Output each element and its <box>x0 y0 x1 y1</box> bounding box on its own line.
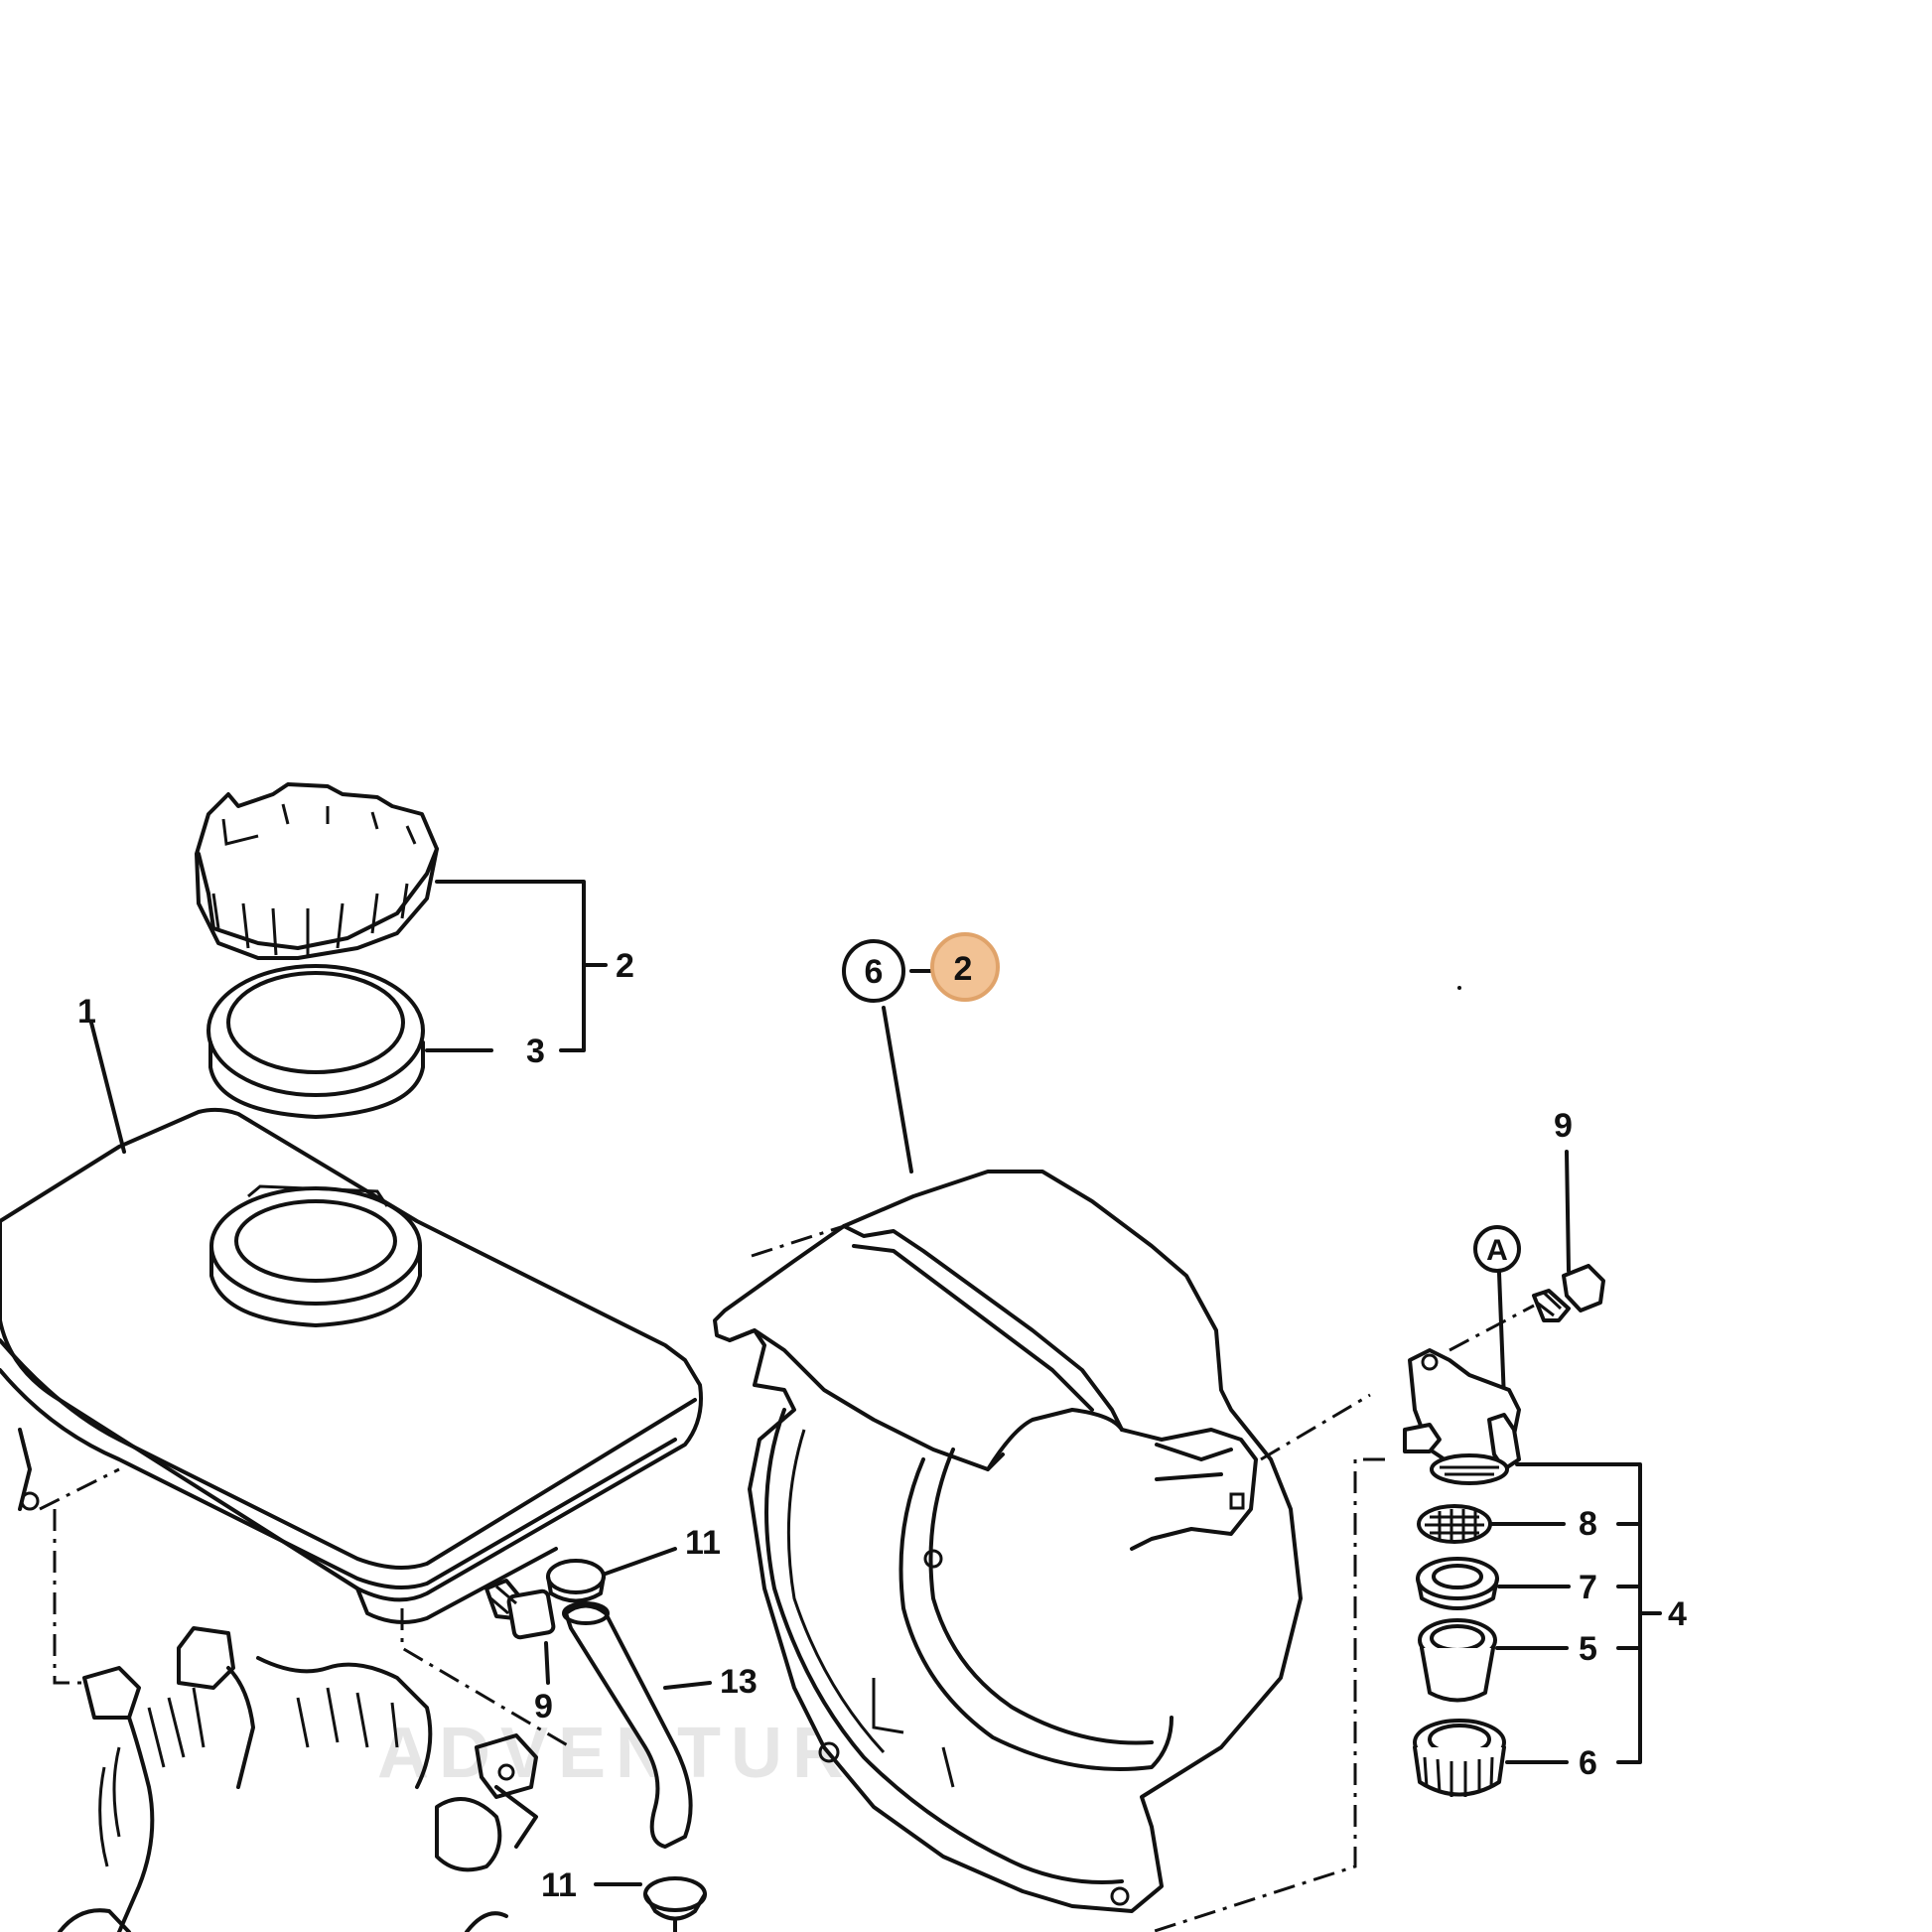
engine-partial <box>58 1626 538 1932</box>
bracket-cap-group <box>425 880 608 1052</box>
tap-sealing-ring[interactable] <box>1416 1557 1499 1610</box>
dashed-guide-tank-left <box>53 1509 84 1685</box>
mounting-bolt-left[interactable] <box>484 1579 556 1640</box>
callout-11-clip-bottom: 11 <box>541 1866 577 1904</box>
fan-shroud[interactable] <box>713 1170 1303 1913</box>
leader-9-left <box>544 1641 550 1685</box>
callout-6-union-nut: 6 <box>1579 1744 1597 1782</box>
cap-gasket[interactable] <box>207 964 425 1119</box>
highlight-callout-label: 2 <box>954 950 973 988</box>
callout-13-hose: 13 <box>720 1663 758 1701</box>
dashed-guide-tank-front <box>39 1467 120 1511</box>
callout-3-gasket: 3 <box>526 1033 545 1070</box>
callout-6-cover-ref: 6 <box>865 953 884 991</box>
fuel-hose[interactable] <box>562 1601 693 1849</box>
dashed-guide-tap-bolt <box>1449 1304 1535 1352</box>
leader-1 <box>89 1021 126 1154</box>
leader-13 <box>663 1681 712 1690</box>
callout-6-circle: 6 <box>842 939 905 1003</box>
detail-a-label: A <box>1486 1234 1508 1267</box>
callout-4-tap-group: 4 <box>1668 1595 1687 1633</box>
callout-11-clip-top: 11 <box>685 1524 721 1562</box>
callout-8-filter: 8 <box>1579 1505 1597 1543</box>
union-nut[interactable] <box>1413 1719 1506 1797</box>
leader-11-top <box>604 1547 677 1576</box>
callout-1-tank: 1 <box>77 993 96 1031</box>
highlight-marker[interactable]: 2 <box>930 932 1000 1002</box>
strainer-cup[interactable] <box>1418 1618 1497 1703</box>
callout-9-bolt-left: 9 <box>534 1688 553 1725</box>
mounting-bolt-right[interactable] <box>1532 1264 1605 1322</box>
bracket-tap-group <box>1515 1462 1662 1764</box>
fuel-cap[interactable] <box>195 782 439 960</box>
fuel-tank[interactable] <box>0 1107 703 1624</box>
callout-5-cup: 5 <box>1579 1630 1597 1668</box>
callout-9-bolt-right: 9 <box>1554 1107 1573 1145</box>
dashed-guide-shroud-top <box>751 1224 845 1258</box>
leader-9-right <box>1565 1150 1571 1273</box>
hose-clip-bottom[interactable] <box>643 1876 707 1921</box>
speck-dot <box>1457 986 1461 990</box>
dashed-guide-tap-down <box>1151 1457 1385 1932</box>
dashed-guide-shroud-tap <box>1260 1393 1371 1461</box>
fuel-tap[interactable] <box>1403 1348 1521 1485</box>
leader-6-cover <box>882 1006 913 1173</box>
leader-detail-a <box>1497 1271 1506 1402</box>
callout-7-seal: 7 <box>1579 1569 1597 1606</box>
dashed-guide-tank-right <box>400 1608 572 1749</box>
callout-2-cap: 2 <box>616 947 634 985</box>
detail-a-marker: A <box>1473 1225 1521 1273</box>
tap-filter[interactable] <box>1417 1504 1492 1544</box>
hose-clip-top[interactable] <box>546 1559 606 1603</box>
